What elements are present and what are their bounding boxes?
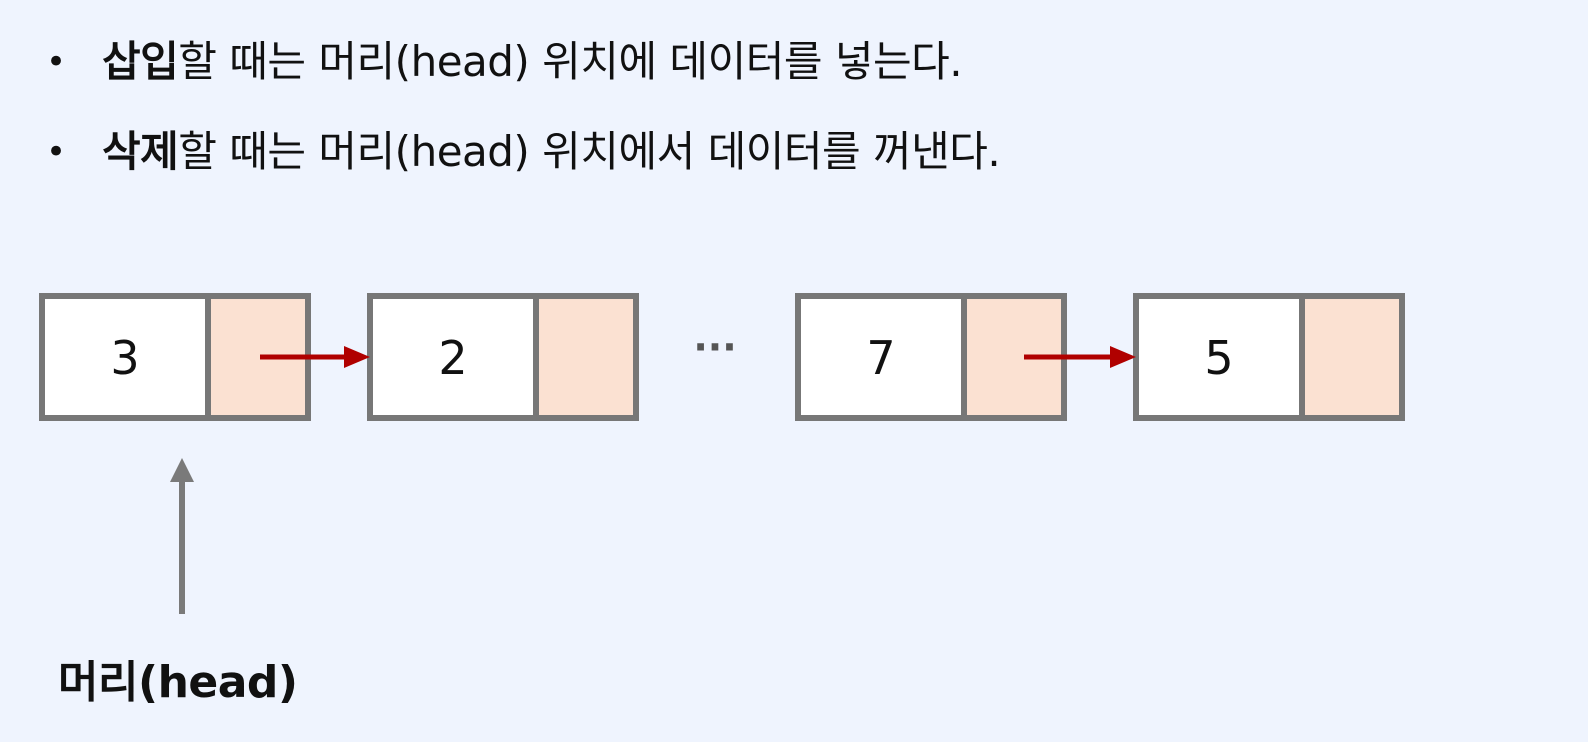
link-arrow-2 <box>1024 346 1136 368</box>
bullet-dot-icon: • <box>46 132 66 172</box>
bullet-insert-keyword: 삽입 <box>102 37 179 86</box>
bullet-delete-text: 할 때는 머리(head) 위치에서 데이터를 꺼낸다. <box>178 127 1001 176</box>
node-pointer-cell <box>533 293 639 421</box>
arrow-up-icon <box>170 458 194 482</box>
bullet-insert: • 삽입할 때는 머리(head) 위치에 데이터를 넣는다. <box>40 20 1000 110</box>
head-pointer-arrow <box>170 458 194 614</box>
bullet-insert-text: 할 때는 머리(head) 위치에 데이터를 넣는다. <box>178 37 963 86</box>
node-pointer-cell <box>1299 293 1405 421</box>
node-data-cell <box>39 293 211 421</box>
node-value: 2 <box>438 331 467 385</box>
arrow-head-icon <box>1110 346 1136 368</box>
node-value: 3 <box>110 331 139 385</box>
description-list: • 삽입할 때는 머리(head) 위치에 데이터를 넣는다. • 삭제할 때는… <box>40 20 1001 200</box>
node-value: 5 <box>1204 331 1233 385</box>
bullet-dot-icon: • <box>46 42 66 82</box>
bullet-delete: • 삭제할 때는 머리(head) 위치에서 데이터를 꺼낸다. <box>40 110 1001 200</box>
ellipsis: ··· <box>693 325 736 369</box>
list-node-4: 5 <box>1133 293 1405 421</box>
head-label: 머리(head) <box>58 657 298 708</box>
link-arrow-1 <box>260 346 370 368</box>
list-node-3: 7 <box>795 293 1067 421</box>
list-node-1: 3 <box>39 293 311 421</box>
list-node-2: 2 <box>367 293 639 421</box>
bullet-delete-keyword: 삭제 <box>102 127 179 176</box>
arrow-head-icon <box>344 346 370 368</box>
node-data-cell <box>1133 293 1305 421</box>
node-value: 7 <box>866 331 895 385</box>
